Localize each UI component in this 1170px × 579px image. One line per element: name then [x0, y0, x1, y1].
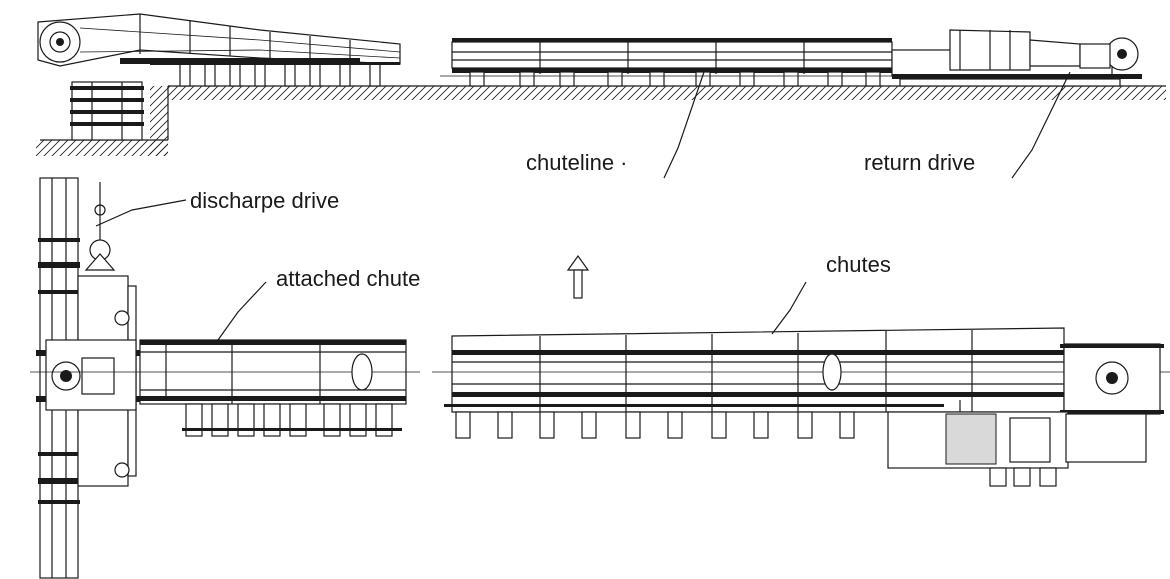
return-drive-side [891, 29, 1142, 87]
return-drive-leader [1011, 71, 1071, 179]
plan-view [30, 177, 1170, 579]
attached-chute-plan [30, 339, 420, 437]
discharge-drive-plan [36, 177, 146, 579]
label-chutes: chutes [826, 252, 891, 277]
label-discharge-drive: discharpe drive [190, 188, 339, 213]
pedestal [70, 81, 144, 141]
ground-hatch [36, 85, 1166, 156]
label-chuteline: chuteline · [526, 150, 628, 175]
up-arrow-icon [566, 254, 590, 299]
label-return-drive: return drive [864, 150, 975, 175]
chuteline-leader [663, 71, 705, 179]
label-attached-chute: attached chute [276, 266, 420, 291]
chuteline-side [440, 38, 900, 87]
inclined-head [37, 13, 401, 87]
attached-chute-leader [217, 281, 267, 341]
chutes-plan [432, 327, 1170, 439]
chutes-leader [771, 281, 807, 335]
side-view [36, 13, 1166, 179]
discharge-drive-leader [95, 199, 187, 227]
return-drive-plan [887, 343, 1164, 487]
